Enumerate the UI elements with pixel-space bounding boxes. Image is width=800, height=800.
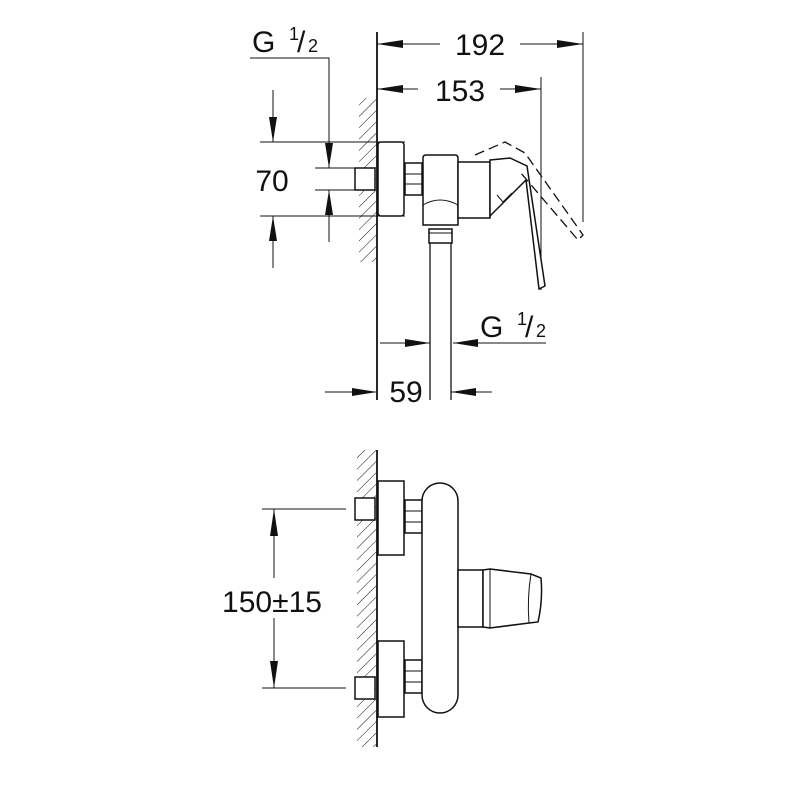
thread-outlet-num: 1 [517, 309, 527, 329]
lever-handle-alt-position [474, 141, 584, 241]
dim-153-label: 153 [435, 75, 485, 108]
mixer-body [422, 154, 459, 226]
dimension-59: 59 [325, 376, 492, 409]
dim-70-label: 70 [255, 165, 288, 198]
side-view: 192 153 G 1 / 2 [250, 24, 584, 409]
mixer-body [421, 482, 459, 714]
lower-inlet-nut [354, 676, 376, 700]
thread-inlet-num: 1 [289, 24, 299, 44]
thread-inlet-main: G [252, 26, 275, 59]
dimension-150: 150±15 [222, 508, 346, 689]
thread-inlet-callout: G 1 / 2 [250, 24, 375, 242]
cartridge-housing [457, 161, 491, 219]
upper-hex-connector [404, 499, 423, 534]
hex-connector [404, 162, 423, 196]
upper-rosette [377, 480, 405, 556]
dim-150-label: 150±15 [222, 586, 322, 619]
dimension-153: 153 [377, 75, 542, 290]
lower-hex-connector [404, 659, 423, 694]
dim-59-label: 59 [389, 376, 422, 409]
front-view: 150±15 [222, 450, 543, 747]
thread-outlet-main: G [480, 311, 503, 344]
lever-handle [489, 157, 546, 291]
thread-outlet-slash: / [525, 311, 534, 344]
thread-inlet-slash: / [297, 26, 306, 59]
thread-outlet-callout: G 1 / 2 [380, 309, 546, 347]
wall-hatch [357, 450, 377, 747]
upper-inlet-nut [354, 497, 376, 521]
cartridge-housing [457, 569, 484, 628]
dimension-192: 192 [377, 29, 584, 222]
inlet-nut [354, 167, 376, 191]
thread-outlet-den: 2 [536, 321, 546, 341]
thread-inlet-den: 2 [308, 36, 318, 56]
lower-rosette [377, 640, 405, 718]
dim-192-label: 192 [455, 29, 505, 62]
lever-handle [482, 568, 543, 629]
rosette [377, 141, 405, 217]
outlet-connector [428, 228, 453, 244]
